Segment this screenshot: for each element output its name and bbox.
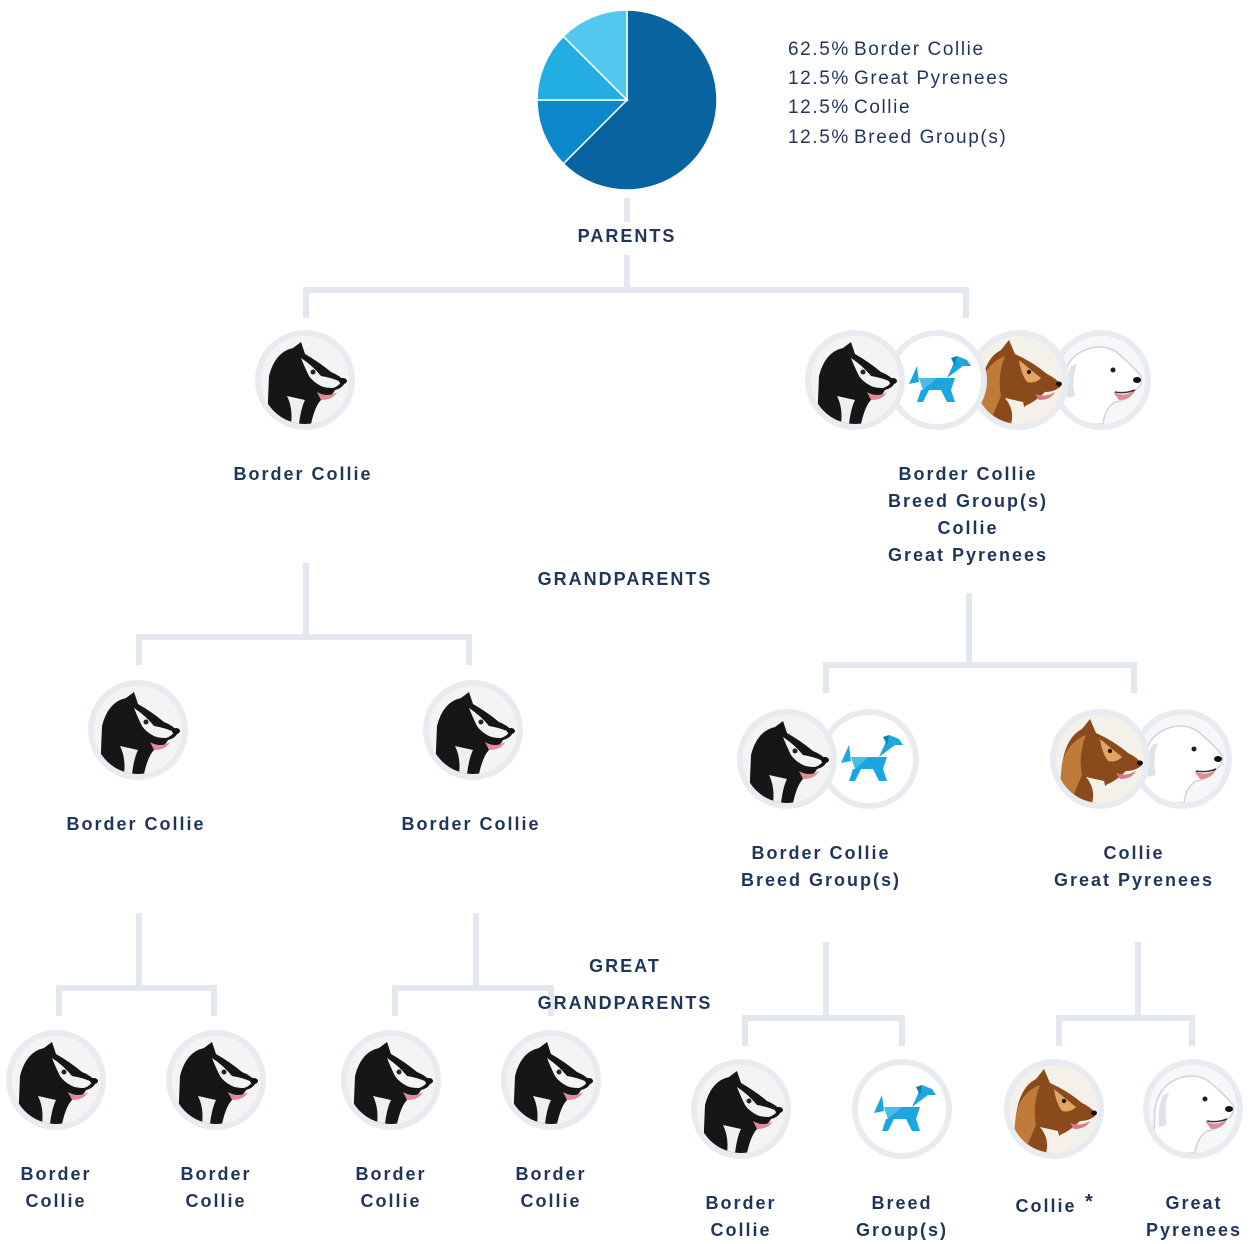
legend-label: Great Pyrenees [854, 68, 1010, 89]
legend-value: 62.5% [788, 39, 850, 60]
legend-label: Breed Group(s) [854, 127, 1008, 148]
parent-right-avatar [805, 330, 905, 430]
border-collie-portrait-icon [261, 336, 349, 424]
legend-value: 12.5% [788, 68, 850, 89]
border-collie-portrait-icon [743, 715, 831, 803]
border-collie-portrait-icon [429, 686, 517, 774]
section-parents: PARENTS [577, 226, 677, 246]
grandparent-4-avatar [1050, 709, 1150, 809]
legend-row-border-collie: 62.5%Border Collie [788, 39, 985, 61]
border-collie-portrait-icon [347, 1036, 435, 1124]
section-grandparents: GRANDPARENTS [537, 569, 713, 589]
great-grandparent-8-avatar [1143, 1059, 1243, 1159]
great-grandparent-2-avatar [166, 1030, 266, 1130]
section-great-grandparents: GREAT GRANDPARENTS [537, 956, 713, 1013]
parent-right-avatar [887, 330, 987, 430]
breed-pie-chart [536, 9, 718, 191]
parent-right-avatar [1051, 330, 1151, 430]
collie-portrait-icon [1056, 715, 1144, 803]
great-grandparent-6-avatar [852, 1059, 952, 1159]
great-grandparent-1-avatar [6, 1030, 106, 1130]
legend-label: Collie [854, 97, 912, 118]
grandparent-2-label: Border Collie [401, 814, 541, 834]
pie-slice-border-collie [562, 9, 718, 191]
great-grandparent-4-avatar [501, 1030, 601, 1130]
grandparent-4-avatar [1132, 709, 1232, 809]
blue-origami-dog-icon [893, 336, 981, 424]
great-pyrenees-portrait-icon [1057, 336, 1145, 424]
collie-portrait-icon [975, 336, 1063, 424]
parent-right-avatar [969, 330, 1069, 430]
collie-portrait-icon [1010, 1065, 1098, 1153]
pie-slice-collie [536, 35, 629, 101]
border-collie-portrait-icon [12, 1036, 100, 1124]
legend-row-breed-group: 12.5%Breed Group(s) [788, 127, 1007, 149]
legend-value: 12.5% [788, 97, 850, 118]
collie-asterisk: * [1085, 1191, 1093, 1213]
border-collie-portrait-icon [94, 686, 182, 774]
border-collie-portrait-icon [172, 1036, 260, 1124]
border-collie-portrait-icon [507, 1036, 595, 1124]
pie-slice-great-pyrenees [536, 99, 629, 165]
legend-row-collie: 12.5%Collie [788, 97, 911, 119]
border-collie-portrait-icon [697, 1065, 785, 1153]
pie-slice-breed-group-s [562, 9, 628, 102]
blue-origami-dog-icon [825, 715, 913, 803]
parent-left-avatar [255, 330, 355, 430]
great-grandparent-7-label: Collie [1015, 1196, 1077, 1216]
legend-row-great-pyrenees: 12.5%Great Pyrenees [788, 68, 1009, 90]
great-pyrenees-portrait-icon [1138, 715, 1226, 803]
great-pyrenees-portrait-icon [1149, 1065, 1237, 1153]
grandparent-1-avatar [88, 680, 188, 780]
grandparent-1-label: Border Collie [66, 814, 206, 834]
parent-left-label: Border Collie [233, 464, 373, 484]
border-collie-portrait-icon [811, 336, 899, 424]
great-grandparent-3-avatar [341, 1030, 441, 1130]
blue-origami-dog-icon [858, 1065, 946, 1153]
great-grandparent-7-avatar [1004, 1059, 1104, 1159]
grandparent-2-avatar [423, 680, 523, 780]
grandparent-3-avatar [737, 709, 837, 809]
legend-label: Border Collie [854, 39, 985, 60]
great-grandparent-5-avatar [691, 1059, 791, 1159]
legend-value: 12.5% [788, 127, 850, 148]
